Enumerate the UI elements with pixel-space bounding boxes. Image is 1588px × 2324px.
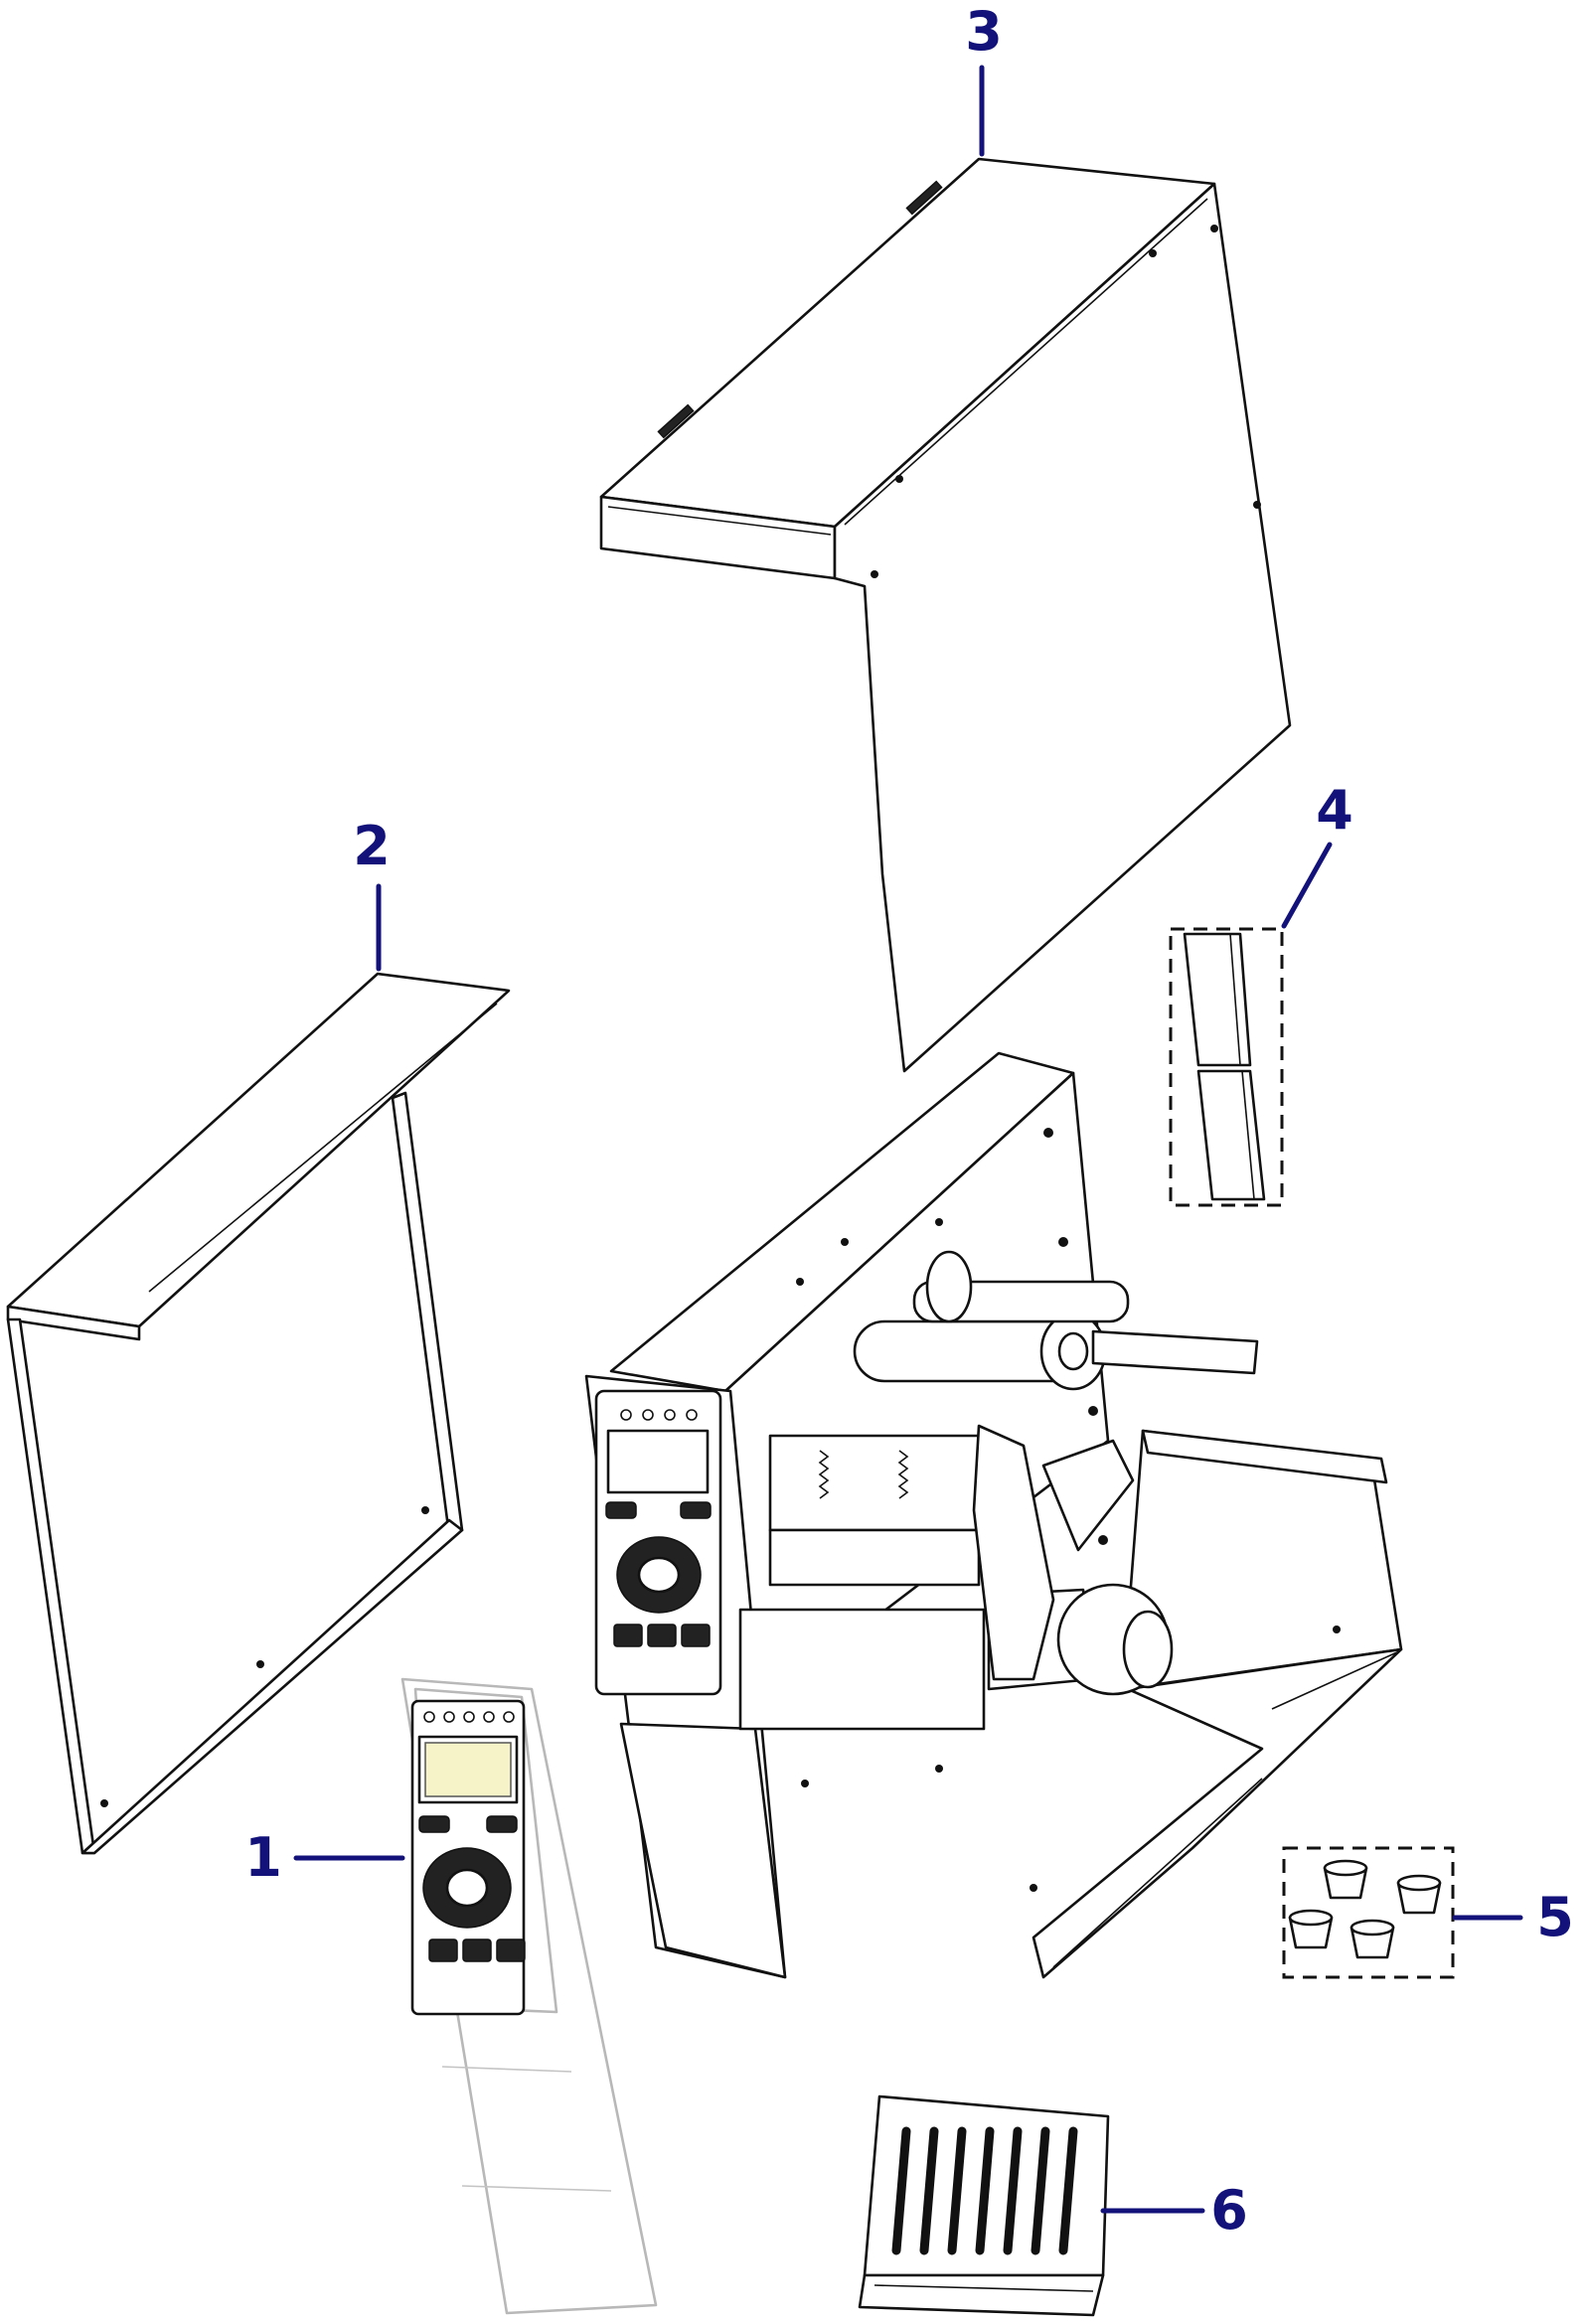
part-vent-grille <box>858 2094 1110 2317</box>
foot-1 <box>1323 1859 1368 1900</box>
callout-2: 2 <box>353 815 391 972</box>
grille-slots <box>891 2126 1078 2255</box>
part-rubber-feet <box>1282 1846 1455 1979</box>
part-media-guide-strips <box>1169 927 1284 1207</box>
callout-label-6: 6 <box>1210 2179 1248 2242</box>
callout-label-4: 4 <box>1316 779 1353 842</box>
foot-2 <box>1396 1874 1442 1915</box>
callout-label-3: 3 <box>965 0 1003 63</box>
foot-4 <box>1350 1919 1395 1959</box>
grille-slot <box>891 2126 911 2255</box>
foot-3 <box>1288 1909 1334 1949</box>
grille-slot <box>947 2126 967 2255</box>
callout-4: 4 <box>1281 779 1353 929</box>
grille-slot <box>1031 2126 1050 2255</box>
callout-5: 5 <box>1452 1886 1574 1948</box>
grille-slot <box>919 2126 939 2255</box>
part-top-cover <box>599 157 1292 1073</box>
callout-label-2: 2 <box>353 815 391 877</box>
grille-slot <box>1058 2126 1078 2255</box>
callout-label-5: 5 <box>1536 1886 1574 1948</box>
callout-label-1: 1 <box>244 1826 282 1889</box>
grille-slot <box>975 2126 995 2255</box>
callout-1: 1 <box>244 1826 405 1889</box>
part-front-bezel <box>400 1677 658 2315</box>
callout-6: 6 <box>1100 2179 1248 2242</box>
callout-3: 3 <box>965 0 1003 157</box>
grille-slot <box>1003 2126 1023 2255</box>
part-printer-main-body <box>584 1051 1403 1979</box>
part-side-panel <box>6 972 511 1855</box>
